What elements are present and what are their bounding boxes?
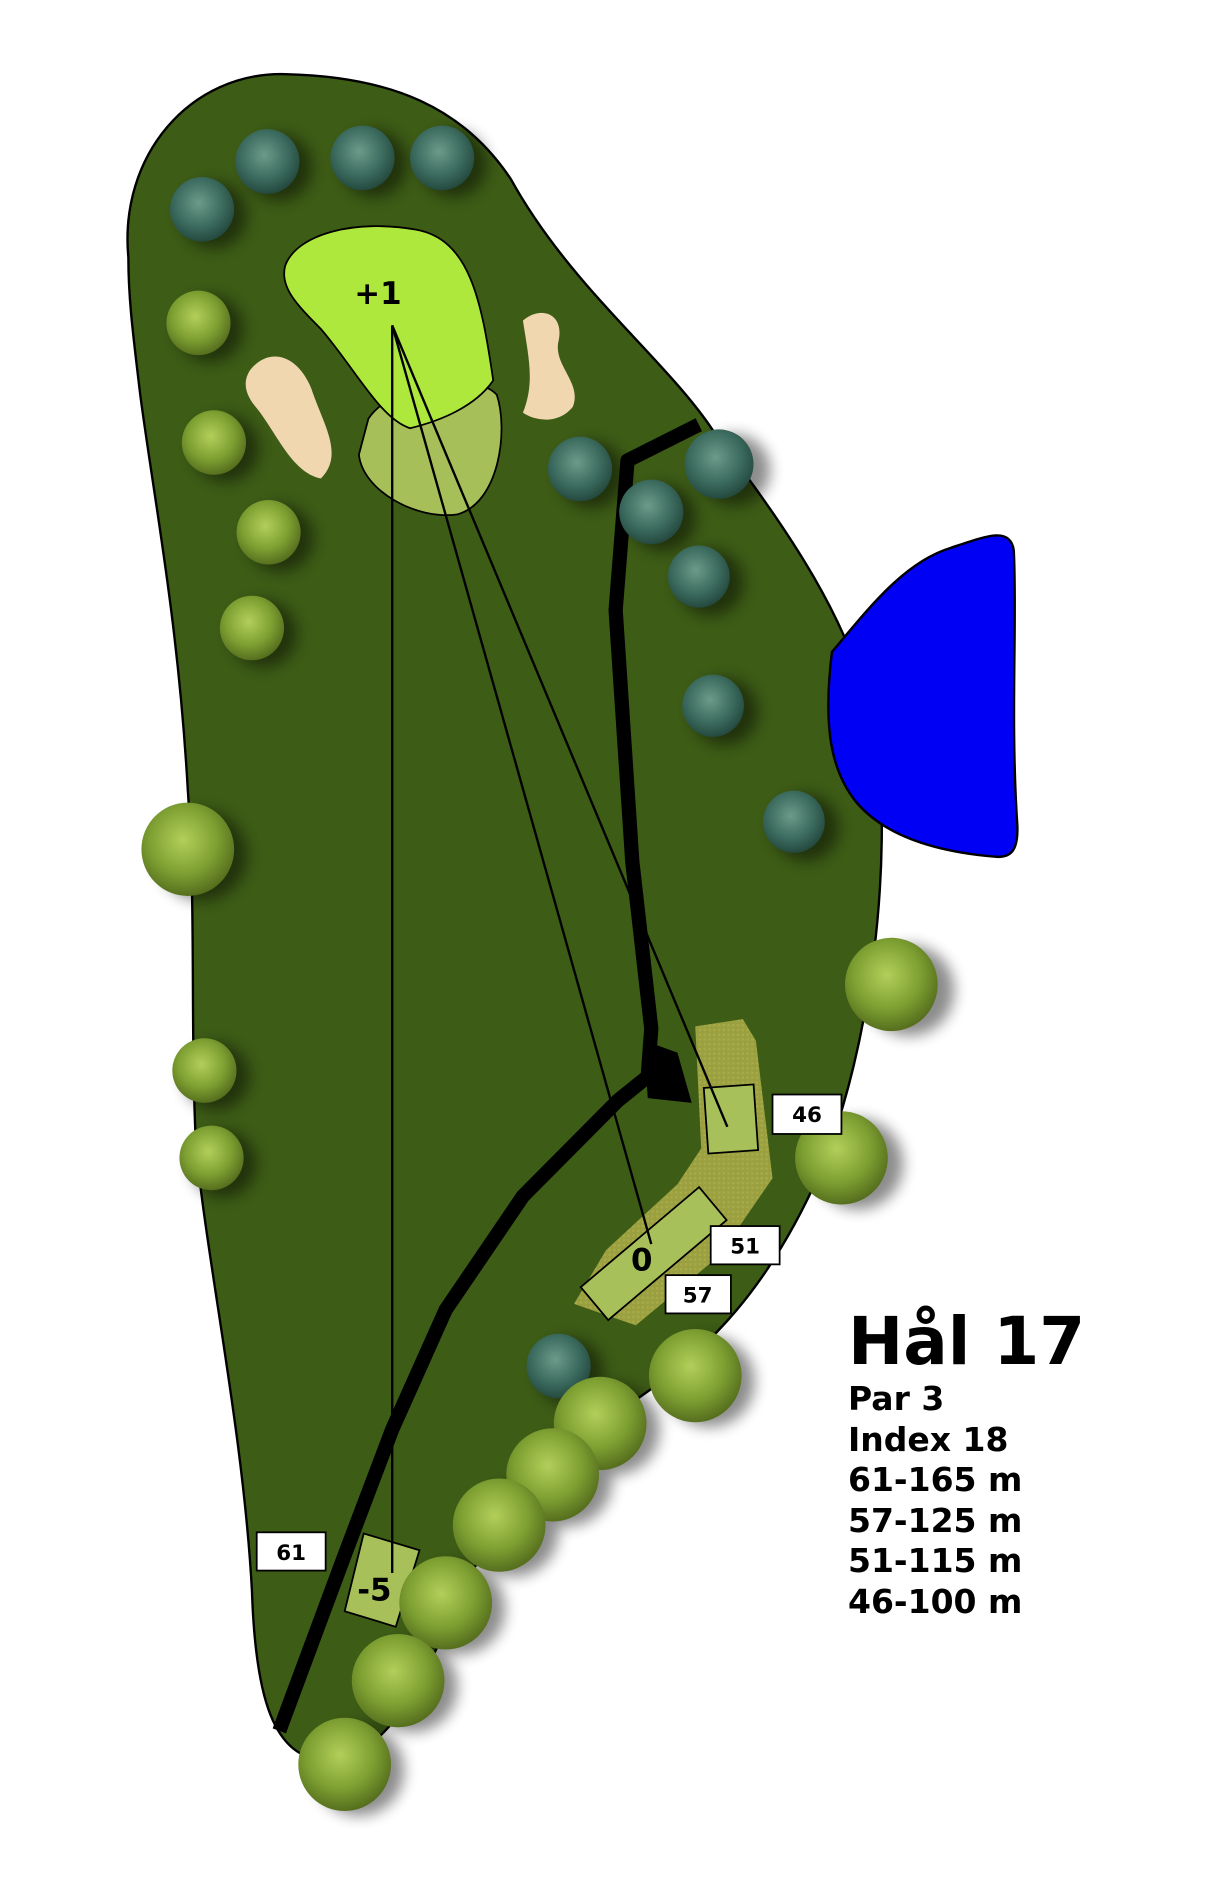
- tee-distance-46: 46: [792, 1103, 822, 1128]
- tee-label-61: 61: [255, 1531, 327, 1572]
- bunker-left: [245, 356, 332, 479]
- tee-distance-51: 51: [730, 1235, 760, 1260]
- hole-title: Hål 17: [848, 1303, 1086, 1380]
- tree-icon: [166, 290, 231, 356]
- tree-icon: [181, 410, 247, 475]
- hole-index: Index 18: [848, 1419, 1009, 1459]
- tree-icon: [141, 802, 235, 896]
- tee-label-51: 51: [709, 1225, 781, 1266]
- distance-57: 57-125 m: [848, 1500, 1023, 1540]
- tree-icon: [619, 479, 684, 545]
- tree-icon: [410, 125, 475, 191]
- hole-info: Hål 17 Par 3 Index 18 61-165 m 57-125 m …: [848, 1305, 1085, 1622]
- tree-icon: [547, 436, 613, 502]
- cart-path-junction: [644, 1040, 692, 1103]
- tee-label-57: 57: [664, 1274, 732, 1315]
- distance-46: 46-100 m: [848, 1581, 1023, 1621]
- tree-icon: [236, 500, 301, 565]
- tree-icon: [330, 125, 395, 191]
- tree-icon: [648, 1328, 742, 1423]
- tree-icon: [399, 1556, 493, 1650]
- cart-path: [272, 418, 703, 1734]
- tree-icon: [298, 1717, 392, 1812]
- tree-icon: [667, 545, 730, 608]
- back-tee-marker: -5: [357, 1572, 391, 1608]
- tree-icon: [235, 129, 300, 194]
- tree-icon: [763, 790, 825, 853]
- tree-icon: [526, 1333, 591, 1399]
- fairway-marker: 0: [631, 1242, 653, 1278]
- tree-icon: [684, 429, 754, 499]
- tree-icon: [351, 1633, 445, 1728]
- tee-46: [702, 1083, 760, 1155]
- tree-icon: [219, 595, 285, 661]
- tee-distance-61: 61: [276, 1541, 306, 1566]
- putting-green: [283, 225, 495, 430]
- shot-lines: [391, 324, 729, 1573]
- tree-icon: [169, 177, 235, 242]
- tee-distance-57: 57: [683, 1284, 713, 1309]
- tree-icon: [452, 1478, 546, 1572]
- tree-icon: [179, 1125, 244, 1191]
- tree-icon: [682, 674, 744, 737]
- tree-icon: [845, 937, 938, 1032]
- distance-51: 51-115 m: [848, 1541, 1023, 1580]
- bunker-right: [522, 312, 575, 420]
- hole-par: Par 3: [848, 1379, 945, 1418]
- tee-51-57: [579, 1185, 728, 1322]
- trees: [141, 125, 955, 1816]
- water-hazard: [827, 534, 1019, 859]
- tree-icon: [172, 1038, 237, 1103]
- tee-label-46: 46: [771, 1093, 843, 1135]
- green-label: +1: [354, 276, 401, 312]
- distance-61: 61-165 m: [848, 1460, 1023, 1499]
